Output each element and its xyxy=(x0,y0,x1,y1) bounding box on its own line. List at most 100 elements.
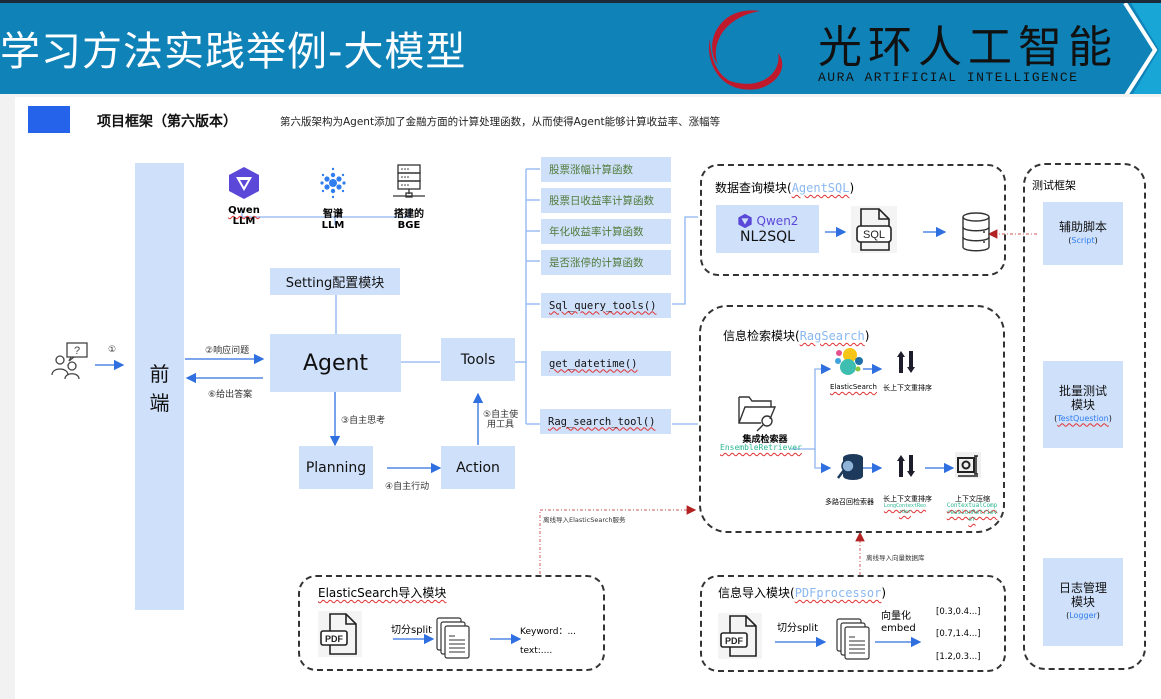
tool-daily-return: 股票日收益率计算函数 xyxy=(541,188,671,213)
multi-retriever-label: 多路召回检索器 xyxy=(825,498,874,506)
vector-output-1: [0.3,0.4...] xyxy=(936,607,981,617)
rerank-icon xyxy=(897,351,915,373)
pdf-split-label: 切分split xyxy=(777,623,819,634)
section-description: 第六版架构为Agent添加了金融方面的计算处理函数，从而使得Agent能够计算收… xyxy=(280,116,721,128)
model-bge-type: BGE xyxy=(397,220,421,231)
pdf-import-title: 信息导入模块(PDFprocessor) xyxy=(718,584,886,601)
data-query-title-code: AgentSQL xyxy=(791,181,850,195)
test-module-script-label: 辅助脚本 xyxy=(1058,219,1107,234)
test-module-testquestion-label-2: 模块 xyxy=(1070,397,1095,412)
step-3-label: ③自主思考 xyxy=(341,416,386,426)
frontend-label-bottom: 端 xyxy=(149,390,170,415)
pdf-import-title-prefix: 信息导入模块( xyxy=(718,586,795,600)
tool-get-datetime: get_datetime() xyxy=(541,351,671,376)
logo-chinese-text: 光环人工智能 xyxy=(818,22,1118,73)
test-module-logger: 日志管理 模块 (Logger) xyxy=(1043,558,1123,646)
svg-text:?: ? xyxy=(74,345,80,357)
step-5-line-2: 用工具 xyxy=(487,420,515,430)
long-context-reorder-code: LongContextReorder xyxy=(883,503,927,515)
rag-search-module xyxy=(699,305,1005,533)
step-6-label: ⑥给出答案 xyxy=(208,390,253,400)
tool-rag-search: Rag_search_tool() xyxy=(540,409,671,434)
header-corner-decoration xyxy=(1123,3,1161,94)
model-bge: 搭建的 BGE xyxy=(387,163,431,231)
test-module-script-code: (Script) xyxy=(1068,235,1098,245)
tool-get-datetime-label: get_datetime() xyxy=(549,357,638,370)
test-module-testquestion: 批量测试 模块 (TestQuestion) xyxy=(1043,361,1123,448)
test-module-script-code-text: Script xyxy=(1071,235,1095,245)
data-query-title-prefix: 数据查询模块( xyxy=(715,181,792,195)
test-module-script: 辅助脚本 (Script) xyxy=(1043,202,1123,265)
action-box: Action xyxy=(441,446,515,489)
step-5-line-1: ⑤自主使 xyxy=(483,410,519,420)
long-context-rerank-bottom-label: 长上下文重排序 xyxy=(883,495,932,503)
step-1-label: ① xyxy=(108,345,117,355)
rag-search-title-prefix: 信息检索模块( xyxy=(723,329,800,343)
database-icon xyxy=(962,212,990,252)
elasticsearch-logo-icon xyxy=(835,348,863,375)
tools-box: Tools xyxy=(441,338,515,381)
pdf-import-title-code: PDFprocessor xyxy=(794,586,882,600)
test-module-logger-label-2: 模块 xyxy=(1070,595,1095,609)
rag-search-title: 信息检索模块(RagSearch) xyxy=(723,327,869,344)
qwen2-text: Qwen2 xyxy=(756,214,799,228)
section-title: 项目框架（第六版本） xyxy=(97,114,237,130)
elasticsearch-label: ElasticSearch xyxy=(830,383,877,391)
test-framework-module xyxy=(1023,163,1146,670)
pdf-import-title-suffix: ) xyxy=(881,586,887,600)
tool-stock-rise: 股票涨幅计算函数 xyxy=(541,157,671,182)
user-question-icon: ? xyxy=(51,342,88,380)
diagram-canvas: 项目框架（第六版本） 第六版架构为Agent添加了金融方面的计算处理函数，从而使… xyxy=(15,97,1161,699)
slide-title: 学习方法实践举例-大模型 xyxy=(0,29,467,75)
text-output: text:.... xyxy=(520,646,553,656)
elastic-split-label: 切分split xyxy=(391,625,433,636)
test-framework-title: 测试框架 xyxy=(1032,179,1076,192)
folder-search-icon xyxy=(738,396,777,432)
section-marker xyxy=(28,106,70,133)
compression-icon xyxy=(955,452,981,478)
model-zhipu: 智谱 LLM xyxy=(311,165,355,231)
model-qwen-type: LLM xyxy=(232,216,256,227)
offline-vector-label: 离线导入向量数据库 xyxy=(866,554,925,562)
model-zhipu-name: 智谱 xyxy=(323,209,343,220)
model-qwen: Qwen LLM xyxy=(222,165,266,227)
contextual-compression-label: 上下文压缩 xyxy=(955,495,990,503)
data-query-title-suffix: ) xyxy=(849,181,855,195)
embed-label-cn: 向量化 xyxy=(881,611,911,622)
qwen-logo-icon xyxy=(229,167,259,199)
pdf-icon-label: PDF xyxy=(325,634,344,644)
long-context-rerank-top-label: 长上下文重排序 xyxy=(883,384,932,392)
data-query-module xyxy=(700,164,1006,276)
test-module-logger-label-1: 日志管理 xyxy=(1058,581,1107,595)
model-zhipu-type: LLM xyxy=(321,220,345,231)
ensemble-retriever-en: EnsembleRetriever xyxy=(720,443,802,452)
step-4-label: ④自主行动 xyxy=(385,482,430,492)
aura-logo-swirl-icon xyxy=(708,10,783,90)
slide-header: 学习方法实践举例-大模型 光环人工智能 AURA ARTIFICIAL INTE… xyxy=(0,0,1161,94)
frontend-label-top: 前 xyxy=(149,361,170,386)
ensemble-retriever-cn: 集成检索器 xyxy=(742,435,788,445)
nl2sql-box: Qwen2 NL2SQL xyxy=(716,205,819,253)
pdf-file-icon: PDF xyxy=(718,613,762,659)
qwen-logo-icon xyxy=(737,213,752,229)
vector-output-2: [0.7,1.4...] xyxy=(936,629,981,639)
tool-sql-query-label: Sql_query_tools() xyxy=(549,299,657,312)
documents-stack-icon xyxy=(836,618,870,660)
frontend-box: 前 端 xyxy=(135,163,184,610)
keyword-output: Keyword：... xyxy=(520,627,577,637)
tool-limit-up: 是否涨停的计算函数 xyxy=(541,250,671,275)
step-5-label: ⑤自主使 用工具 xyxy=(483,410,518,430)
test-module-testquestion-label-1: 批量测试 xyxy=(1058,383,1107,398)
offline-elastic-text: 离线导入ElasticSearch服务 xyxy=(543,516,626,524)
logo-english-text: AURA ARTIFICIAL INTELLIGENCE xyxy=(818,70,1079,85)
agent-box: Agent xyxy=(270,334,401,392)
tool-sql-query: Sql_query_tools() xyxy=(541,293,671,318)
contextual-compression-code: ContextualCompressionRetriever xyxy=(946,502,998,523)
rerank-icon xyxy=(897,455,915,477)
offline-elastic-label: 离线导入ElasticSearch服务 xyxy=(543,514,626,524)
test-module-logger-code-text: Logger xyxy=(1069,611,1097,620)
vector-output-3: [1.2,0.3...] xyxy=(936,652,981,662)
elastic-import-title: ElasticSearch导入模块 xyxy=(318,586,447,600)
planning-box: Planning xyxy=(299,446,373,489)
model-qwen-name: Qwen xyxy=(228,205,260,216)
